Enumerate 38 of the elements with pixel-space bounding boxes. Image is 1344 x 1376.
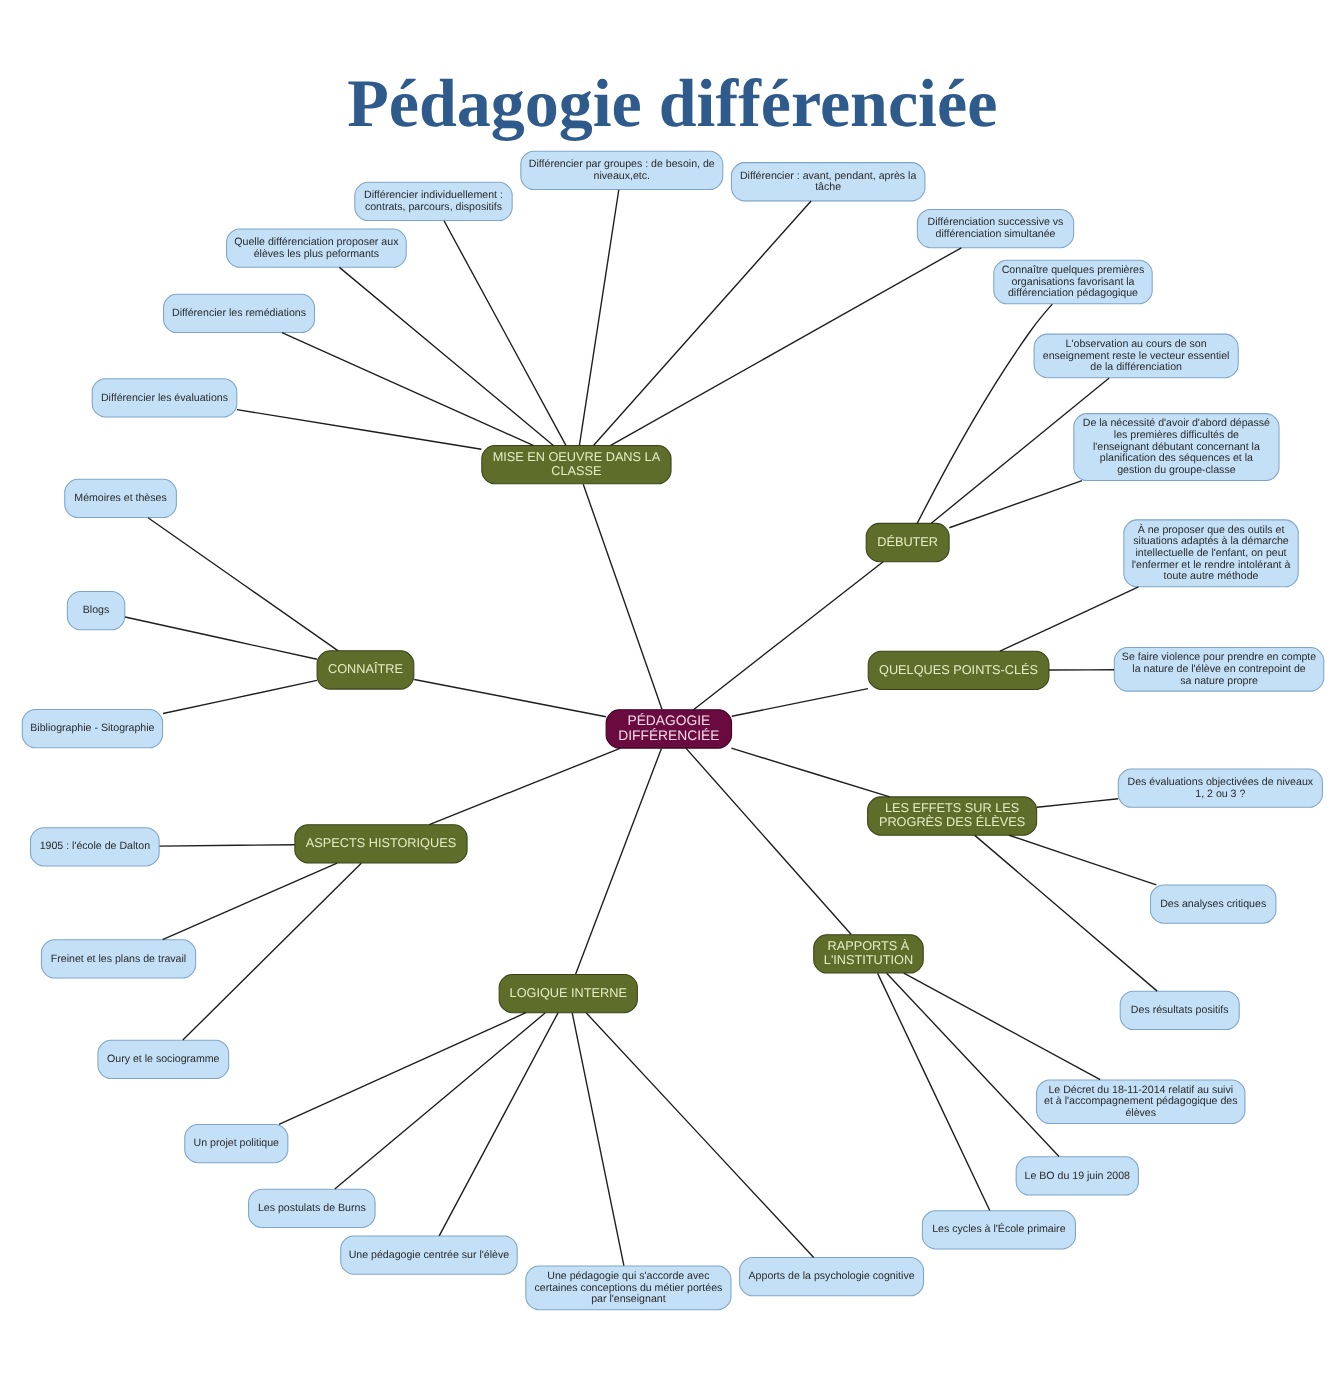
connector xyxy=(333,1011,545,1189)
connector xyxy=(570,1011,624,1266)
connector xyxy=(592,199,811,445)
connector xyxy=(1047,668,1114,670)
connector xyxy=(1035,797,1118,807)
connector xyxy=(973,833,1157,991)
connector xyxy=(412,677,606,717)
connector xyxy=(437,1011,558,1236)
connector xyxy=(161,678,317,714)
connector xyxy=(280,331,534,446)
connector xyxy=(577,188,619,446)
connector xyxy=(157,843,295,846)
connector xyxy=(442,219,566,445)
connector xyxy=(235,407,482,449)
connector xyxy=(691,560,883,710)
connector xyxy=(337,265,554,446)
connector xyxy=(146,516,338,651)
connector xyxy=(730,686,868,716)
connector xyxy=(160,861,337,940)
connector xyxy=(884,971,1059,1157)
connector xyxy=(1007,833,1157,885)
connector xyxy=(998,585,1139,651)
connector xyxy=(929,376,1109,523)
connector xyxy=(573,746,662,974)
connector xyxy=(584,1011,814,1258)
connector xyxy=(729,746,890,797)
connector xyxy=(947,478,1082,528)
connector xyxy=(684,746,851,935)
connector xyxy=(181,861,361,1040)
connector xyxy=(875,971,990,1211)
connector xyxy=(277,1011,526,1124)
connector xyxy=(902,971,1100,1080)
diagram-title: Pédagogie différenciée xyxy=(346,66,997,141)
connector xyxy=(123,615,317,659)
connector xyxy=(581,482,662,710)
connector xyxy=(427,746,621,825)
connector xyxy=(609,246,961,446)
connector xyxy=(915,302,1052,524)
